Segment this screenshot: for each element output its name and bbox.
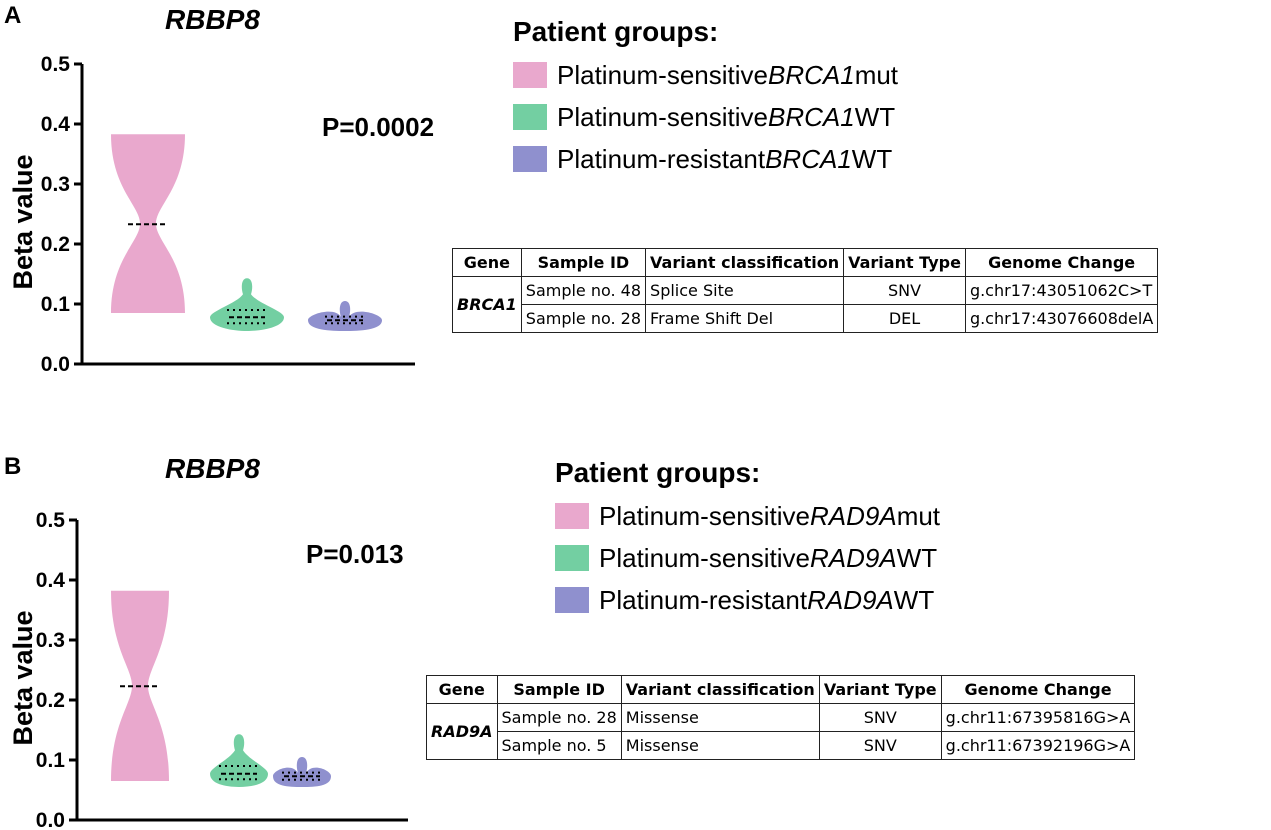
variant-table: Gene Sample ID Variant classification Va… [452,248,1159,333]
legend-suffix: WT [896,542,938,573]
legend-gene: RAD9A [807,584,894,615]
legend-item-resistant-wt: Platinum-resistant BRCA1 WT [513,138,898,180]
legend-gene: RAD9A [809,500,897,531]
plot-title: RBBP8 [165,4,260,35]
y-tick-label: 0.1 [41,293,71,316]
table-gene-cell: BRCA1 [452,276,522,333]
legend-label: Platinum-sensitive [599,542,810,573]
table-header: Gene [426,675,498,704]
table-header-row: Gene Sample ID Variant classification Va… [426,675,1136,704]
table-cell: SNV [818,731,942,760]
y-tick-label: 0.5 [41,53,71,76]
legend-swatch [513,62,547,88]
violin [210,278,284,331]
legend-suffix: WT [851,143,893,174]
legend: Patient groups: Platinum-sensitive RAD9A… [555,457,940,621]
table-row: Sample no. 28 Frame Shift Del DEL g.chr1… [453,304,1159,333]
table-header: Variant classification [620,675,820,704]
table-cell: Sample no. 48 [520,276,647,305]
table-header: Sample ID [520,248,647,277]
table-row: RAD9A Sample no. 28 Missense SNV g.chr11… [426,703,1136,760]
y-axis-label: Beta value [8,610,38,745]
legend-swatch [513,146,547,172]
legend-suffix: mut [854,59,899,90]
table-header: Genome Change [964,248,1159,277]
table-header: Variant Type [843,248,966,277]
table-cell: Sample no. 28 [496,703,622,732]
plot-title: RBBP8 [165,453,260,484]
legend-swatch [555,545,589,571]
legend-suffix: WT [854,101,896,132]
legend-label: Platinum-sensitive [599,500,810,531]
legend-gene: BRCA1 [765,143,852,174]
legend-gene: RAD9A [809,542,897,573]
legend-heading: Patient groups: [555,457,761,488]
variant-table: Gene Sample ID Variant classification Va… [426,675,1136,760]
legend-label: Platinum-sensitive [557,101,768,132]
p-value: P=0.013 [306,539,404,569]
legend-item-sensitive-wt: Platinum-sensitive BRCA1 WT [513,96,898,138]
legend-gene: BRCA1 [767,101,855,132]
legend-heading: Patient groups: [513,16,719,47]
table-cell: Missense [620,731,820,760]
legend-item-mut: Platinum-sensitive RAD9A mut [555,495,940,537]
table-cell: Frame Shift Del [645,304,845,333]
legend: Patient groups: Platinum-sensitive BRCA1… [513,16,898,180]
legend-label: Platinum-resistant [599,584,808,615]
table-cell: DEL [843,304,966,333]
table-gene-cell: RAD9A [426,703,498,760]
table-header: Sample ID [496,675,622,704]
table-cell: g.chr11:67395816G>A [940,703,1136,732]
table-header: Variant classification [645,248,845,277]
legend-item-mut: Platinum-sensitive BRCA1 mut [513,54,898,96]
legend-label: Platinum-sensitive [557,59,768,90]
table-row: BRCA1 Sample no. 48 Splice Site SNV g.ch… [452,276,1159,333]
table-cell: Sample no. 5 [496,731,622,760]
y-tick-label: 0.0 [41,353,70,376]
table-header: Variant Type [818,675,942,704]
legend-suffix: mut [896,500,941,531]
table-cell: Missense [620,703,820,732]
y-tick-label: 0.3 [36,629,65,652]
y-tick-label: 0.4 [41,113,71,136]
p-value: P=0.0002 [322,112,435,142]
table-cell: Sample no. 28 [520,304,647,333]
y-tick-label: 0.2 [36,689,65,712]
legend-gene: BRCA1 [767,59,855,90]
table-cell: Splice Site [645,276,845,305]
y-tick-label: 0.4 [36,569,66,592]
legend-swatch [555,587,589,613]
table-cell: g.chr17:43076608delA [964,304,1159,333]
legend-item-resistant-wt: Platinum-resistant RAD9A WT [555,579,940,621]
y-tick-label: 0.2 [41,233,70,256]
table-cell: SNV [843,276,966,305]
legend-swatch [555,503,589,529]
legend-label: Platinum-resistant [557,143,766,174]
table-header: Genome Change [940,675,1136,704]
table-cell: SNV [818,703,942,732]
y-axis-label: Beta value [8,154,38,289]
y-tick-label: 0.3 [41,173,70,196]
table-row: Sample no. 5 Missense SNV g.chr11:673921… [427,731,1136,760]
table-cell: g.chr11:67392196G>A [940,731,1136,760]
legend-swatch [513,104,547,130]
legend-suffix: WT [893,584,935,615]
y-tick-label: 0.5 [36,509,66,532]
panel-letter: A [4,2,22,29]
y-tick-label: 0.1 [36,749,66,772]
table-cell: g.chr17:43051062C>T [964,276,1159,305]
y-tick-label: 0.0 [36,809,65,830]
table-header: Gene [452,248,522,277]
legend-item-sensitive-wt: Platinum-sensitive RAD9A WT [555,537,940,579]
table-header-row: Gene Sample ID Variant classification Va… [452,248,1159,277]
panel-letter: B [4,453,22,480]
